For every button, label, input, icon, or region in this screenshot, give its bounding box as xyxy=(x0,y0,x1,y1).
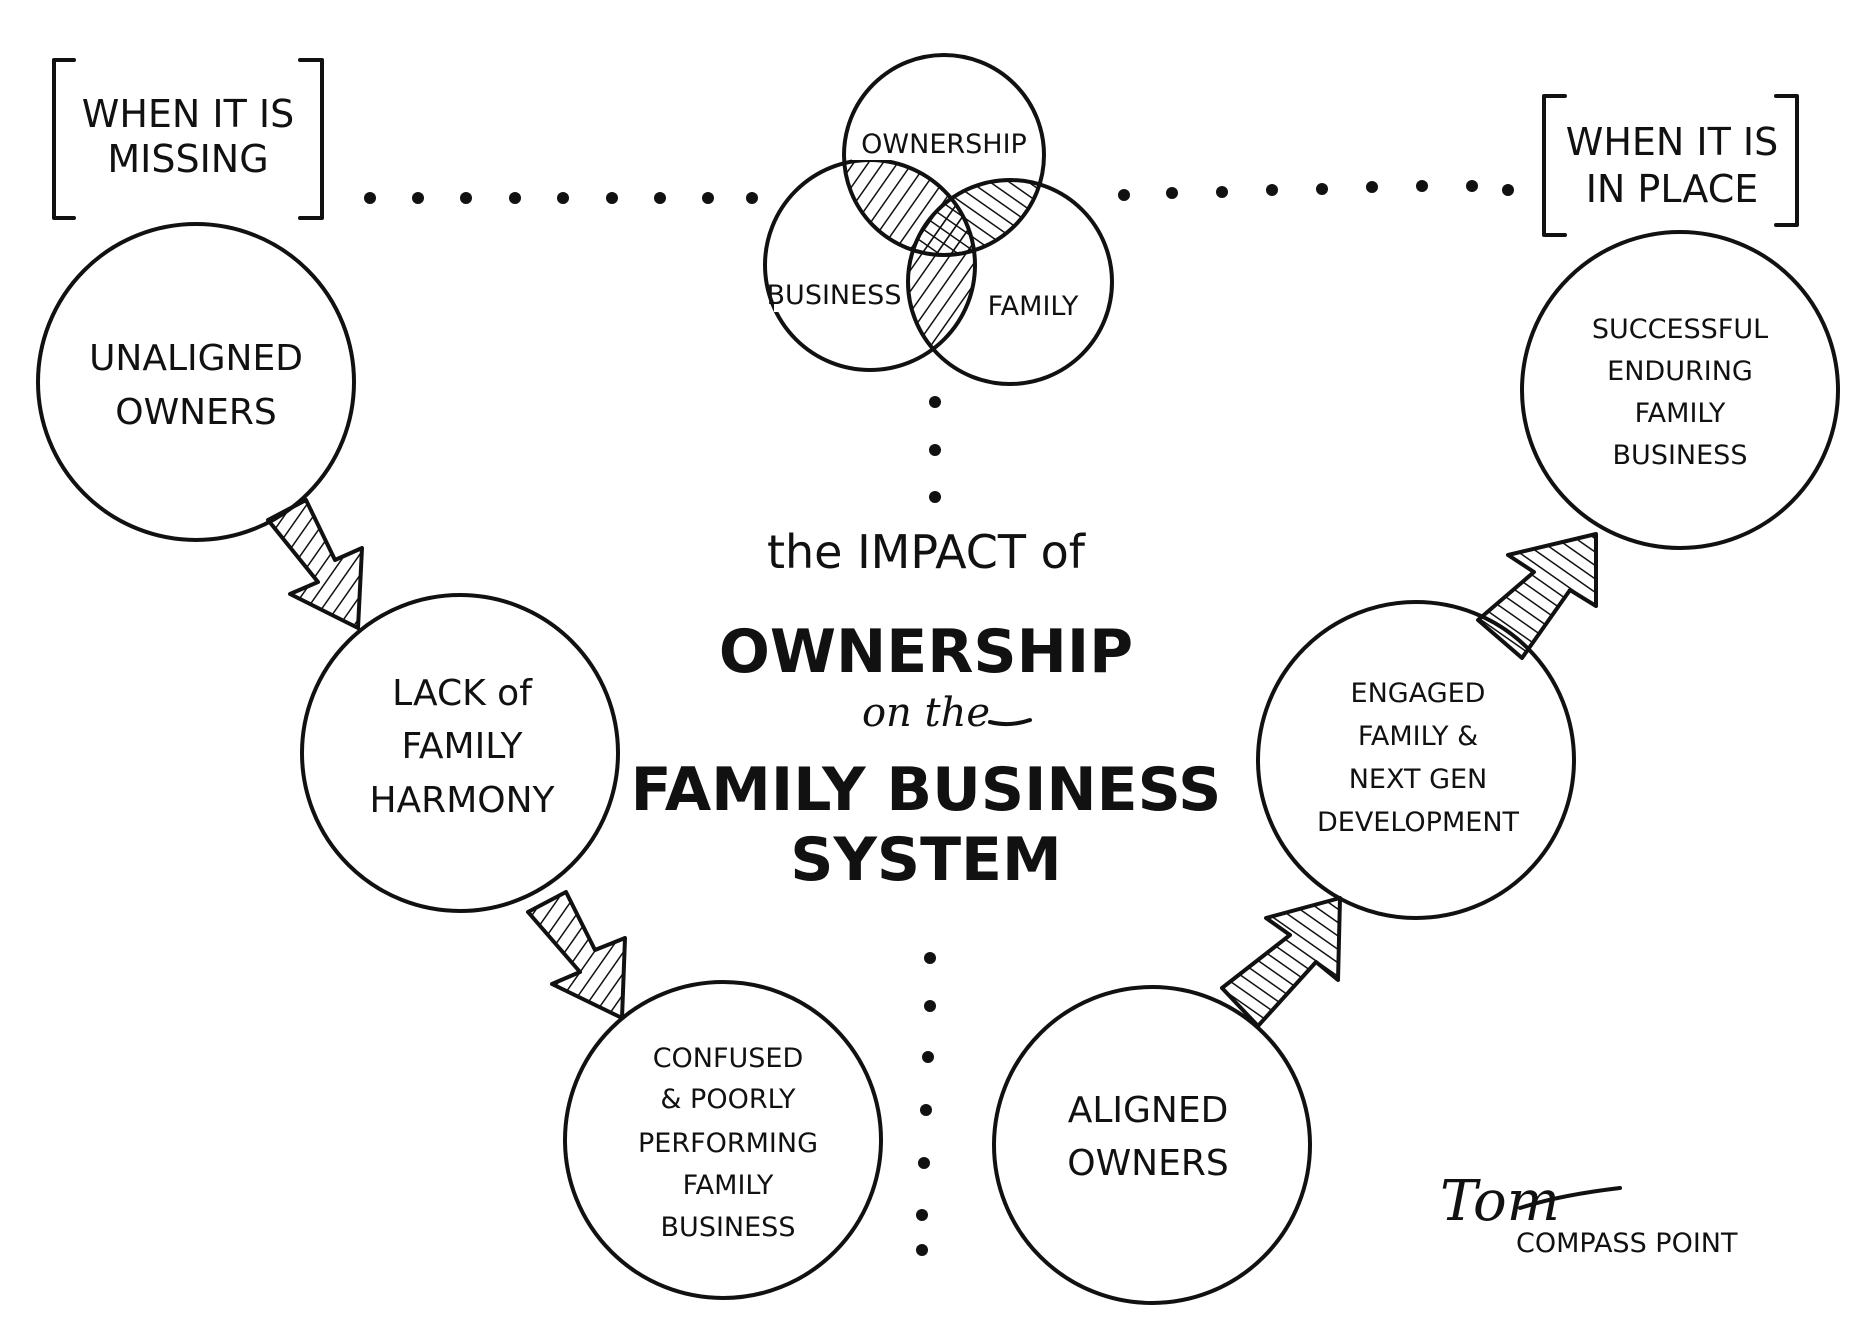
title-line5: SYSTEM xyxy=(790,825,1062,895)
node-text: FAMILY xyxy=(1635,398,1726,429)
venn-diagram: OWNERSHIP BUSINESS FAMILY xyxy=(763,53,1114,386)
missing-bracket: WHEN IT IS MISSING xyxy=(52,58,324,220)
node-text: OWNERS xyxy=(115,392,276,433)
node-successful-enduring-business: SUCCESSFUL ENDURING FAMILY BUSINESS xyxy=(1520,230,1840,550)
node-aligned-owners: ALIGNED OWNERS xyxy=(992,985,1312,1305)
node-text: CONFUSED xyxy=(653,1043,804,1074)
node-text: ENDURING xyxy=(1607,356,1753,387)
title-line2: OWNERSHIP xyxy=(719,617,1133,687)
signature-brand: COMPASS POINT xyxy=(1516,1228,1738,1259)
in-place-label-line2: IN PLACE xyxy=(1586,167,1759,211)
in-place-bracket: WHEN IT IS IN PLACE xyxy=(1542,94,1799,237)
node-text: FAMILY xyxy=(402,726,524,767)
node-text: LACK of xyxy=(392,673,533,714)
node-text: FAMILY & xyxy=(1358,721,1478,752)
venn-circle-ownership xyxy=(842,53,1046,257)
node-text: & POORLY xyxy=(660,1084,796,1115)
dotted-line-center-top xyxy=(929,396,941,503)
node-text: BUSINESS xyxy=(1613,440,1748,471)
node-text: HARMONY xyxy=(369,780,555,821)
venn-label-ownership: OWNERSHIP xyxy=(861,129,1027,160)
node-text: OWNERS xyxy=(1067,1143,1228,1184)
dotted-line-left xyxy=(364,192,758,204)
overlap-ownership-business xyxy=(844,160,975,255)
node-text: FAMILY xyxy=(683,1170,774,1201)
node-confused-poorly-performing: CONFUSED & POORLY PERFORMING FAMILY BUSI… xyxy=(563,980,883,1300)
dotted-line-right xyxy=(1118,180,1514,201)
missing-label-line2: MISSING xyxy=(107,137,268,181)
missing-label-line1: WHEN IT IS xyxy=(82,92,295,136)
node-text: BUSINESS xyxy=(661,1212,796,1243)
signature: Tom COMPASS POINT xyxy=(1440,1169,1738,1259)
in-place-label-line1: WHEN IT IS xyxy=(1566,120,1779,164)
venn-label-business: BUSINESS xyxy=(767,280,902,311)
node-text: NEXT GEN xyxy=(1349,764,1488,795)
venn-circle-family xyxy=(906,178,1114,386)
node-text: PERFORMING xyxy=(638,1128,818,1159)
dotted-line-center-bottom xyxy=(916,952,936,1256)
node-text: SUCCESSFUL xyxy=(1592,314,1768,345)
node-lack-of-family-harmony: LACK of FAMILY HARMONY xyxy=(300,593,620,913)
dotted-lines xyxy=(364,180,1514,1256)
venn-label-family: FAMILY xyxy=(988,291,1079,322)
node-text: DEVELOPMENT xyxy=(1317,807,1520,838)
arrow-up-2-icon xyxy=(1476,532,1598,660)
node-text: ENGAGED xyxy=(1351,678,1486,709)
node-engaged-family-next-gen: ENGAGED FAMILY & NEXT GEN DEVELOPMENT xyxy=(1256,600,1576,920)
arrow-down-1-icon xyxy=(266,498,364,630)
title-line1: the IMPACT of xyxy=(767,525,1087,579)
arrow-up-1-icon xyxy=(1220,896,1342,1028)
page-title: the IMPACT of OWNERSHIP on the FAMILY BU… xyxy=(631,525,1222,895)
arrow-down-2-icon xyxy=(526,890,627,1020)
title-line3: on the xyxy=(862,690,990,736)
node-text: ALIGNED xyxy=(1068,1090,1229,1131)
node-unaligned-owners: UNALIGNED OWNERS xyxy=(36,222,356,542)
node-text: UNALIGNED xyxy=(89,338,303,379)
title-line4: FAMILY BUSINESS xyxy=(631,755,1222,825)
